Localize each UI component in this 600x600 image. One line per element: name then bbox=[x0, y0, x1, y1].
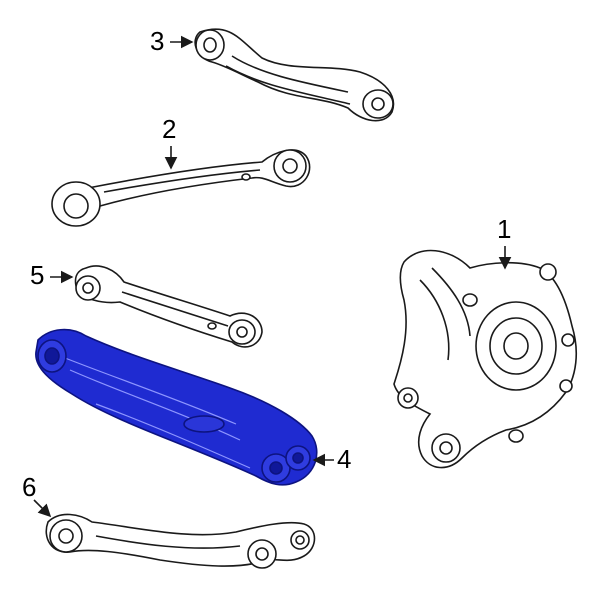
arrow-6 bbox=[33, 499, 52, 518]
callout-part-3: 3 bbox=[150, 26, 165, 56]
callout-part-2: 2 bbox=[162, 114, 177, 144]
part-4-lower-control-arm bbox=[35, 328, 318, 486]
callout-part-6: 6 bbox=[22, 472, 37, 502]
callout-part-1: 1 bbox=[497, 214, 512, 244]
part-6-lower-link bbox=[45, 513, 316, 569]
part-2-lateral-link bbox=[51, 149, 311, 227]
part-1-knuckle-hub bbox=[393, 249, 578, 469]
part-5-toe-link bbox=[74, 265, 263, 348]
leader-arrows bbox=[33, 35, 512, 518]
part-3-upper-control-arm bbox=[194, 28, 395, 122]
callout-part-4: 4 bbox=[337, 444, 352, 474]
callout-part-5: 5 bbox=[30, 260, 45, 290]
